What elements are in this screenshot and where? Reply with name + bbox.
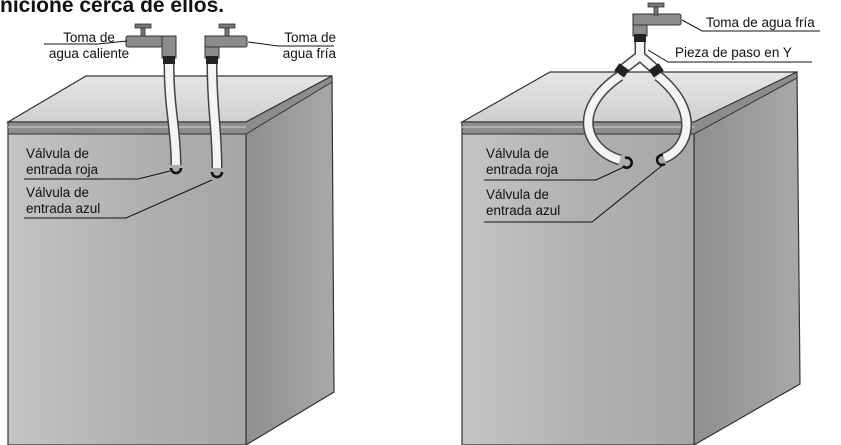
left-cabinet-lid-strip: [7, 75, 333, 135]
y-piece: [614, 42, 664, 78]
left-hot-tap-label: Toma de agua caliente: [48, 30, 130, 61]
right-blue-valve-label: Válvula de entrada azul: [486, 187, 561, 218]
instruction-heading: nicione cerca de ellos.: [0, 0, 225, 17]
left-cold-tap-label: Toma de agua fría: [282, 30, 336, 61]
right-red-valve-leader: [484, 166, 625, 181]
right-red-valve-label: Válvula de entrada roja: [486, 146, 559, 177]
right-red-valve: [622, 156, 634, 169]
left-hot-tap-icon: [125, 23, 177, 64]
left-cabinet: [5, 75, 335, 445]
right-cabinet-side: [693, 71, 801, 445]
left-cabinet-front: [7, 121, 247, 445]
left-blue-valve-label: Válvula de entrada azul: [26, 185, 101, 216]
right-cabinet: [459, 71, 801, 445]
left-red-valve-leader: [24, 170, 171, 180]
left-cold-hose: [206, 63, 223, 169]
left-hot-tap-leader: [44, 40, 128, 45]
right-y-piece-label: Pieza de paso en Y: [675, 45, 792, 60]
right-hose-right: [654, 71, 692, 164]
left-cold-tap-leader: [247, 41, 334, 47]
left-red-valve-label: Válvula de entrada roja: [26, 146, 99, 177]
left-blue-valve: [210, 171, 224, 179]
left-blue-valve-leader: [24, 179, 213, 219]
right-cold-tap-icon: [632, 2, 682, 42]
left-red-valve: [169, 167, 183, 175]
left-hot-hose: [163, 63, 182, 166]
right-hose-left: [582, 71, 624, 166]
left-cold-tap-icon: [204, 23, 248, 64]
left-cabinet-side: [245, 75, 335, 445]
right-cold-tap-leader: [681, 19, 820, 32]
right-cabinet-front: [461, 121, 695, 445]
right-cold-tap-label: Toma de agua fría: [706, 15, 815, 30]
right-blue-valve-leader: [484, 163, 665, 223]
right-y-piece-leader: [647, 49, 812, 63]
right-cabinet-lid-strip: [461, 71, 798, 135]
